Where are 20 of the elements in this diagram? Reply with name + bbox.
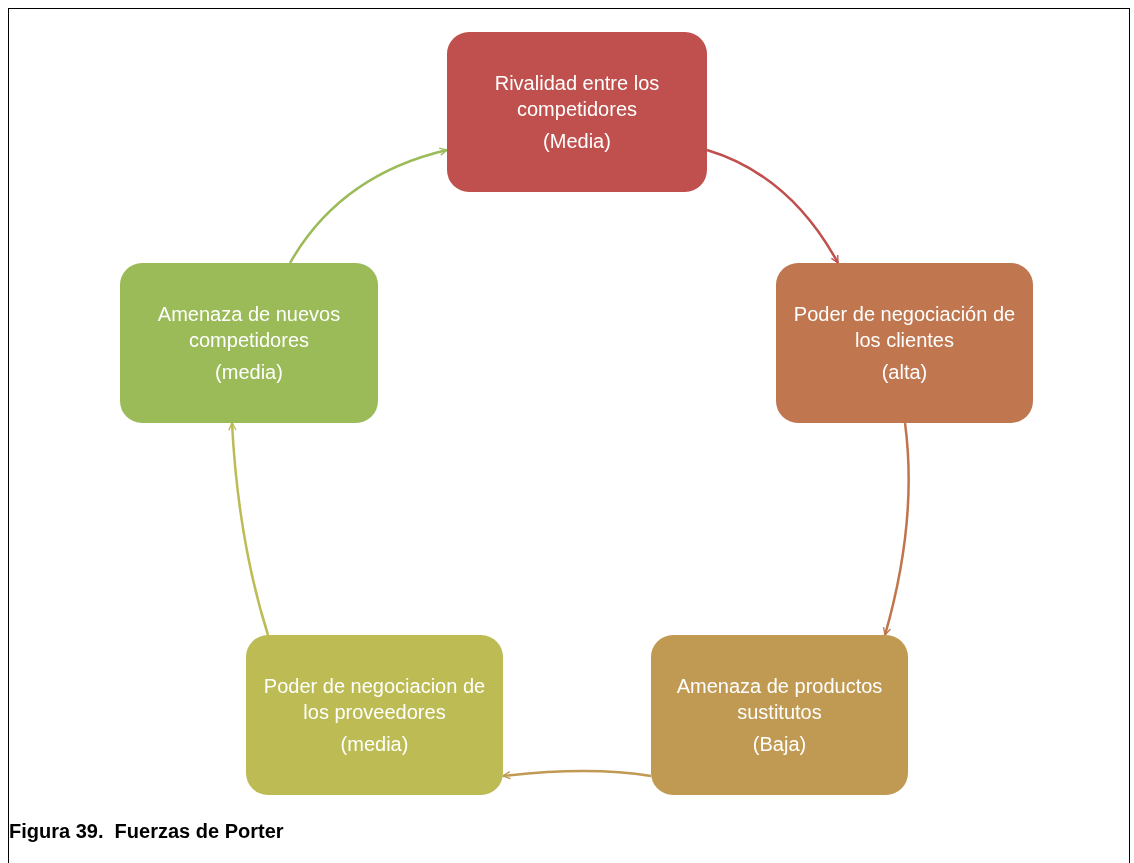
rating-text: (Baja)	[752, 732, 807, 757]
rating-text: (Media)	[543, 129, 611, 154]
curved-arrow	[502, 769, 652, 780]
process-box	[776, 263, 1033, 423]
rating-text: (media)	[340, 732, 409, 757]
curved-arrow	[882, 422, 910, 636]
process-box	[120, 263, 378, 423]
figure-caption: Figura 39. Fuerzas de Porter	[9, 820, 284, 843]
box-label: Amenaza de nuevos competidores	[156, 302, 342, 353]
process-box	[246, 635, 503, 795]
rating-text: (media)	[215, 360, 283, 385]
box-label: Poder de negociación de los clientes	[792, 302, 1017, 353]
curved-arrow	[706, 148, 840, 264]
process-box	[447, 32, 707, 192]
box-label: Amenaza de productos sustitutos	[675, 674, 884, 725]
curved-arrow	[288, 147, 448, 264]
box-label: Poder de negociacion de los proveedores	[262, 674, 487, 725]
box-label: Rivalidad entre los competidores	[493, 71, 661, 122]
process-box	[651, 635, 908, 795]
rating-text: (alta)	[881, 360, 928, 385]
